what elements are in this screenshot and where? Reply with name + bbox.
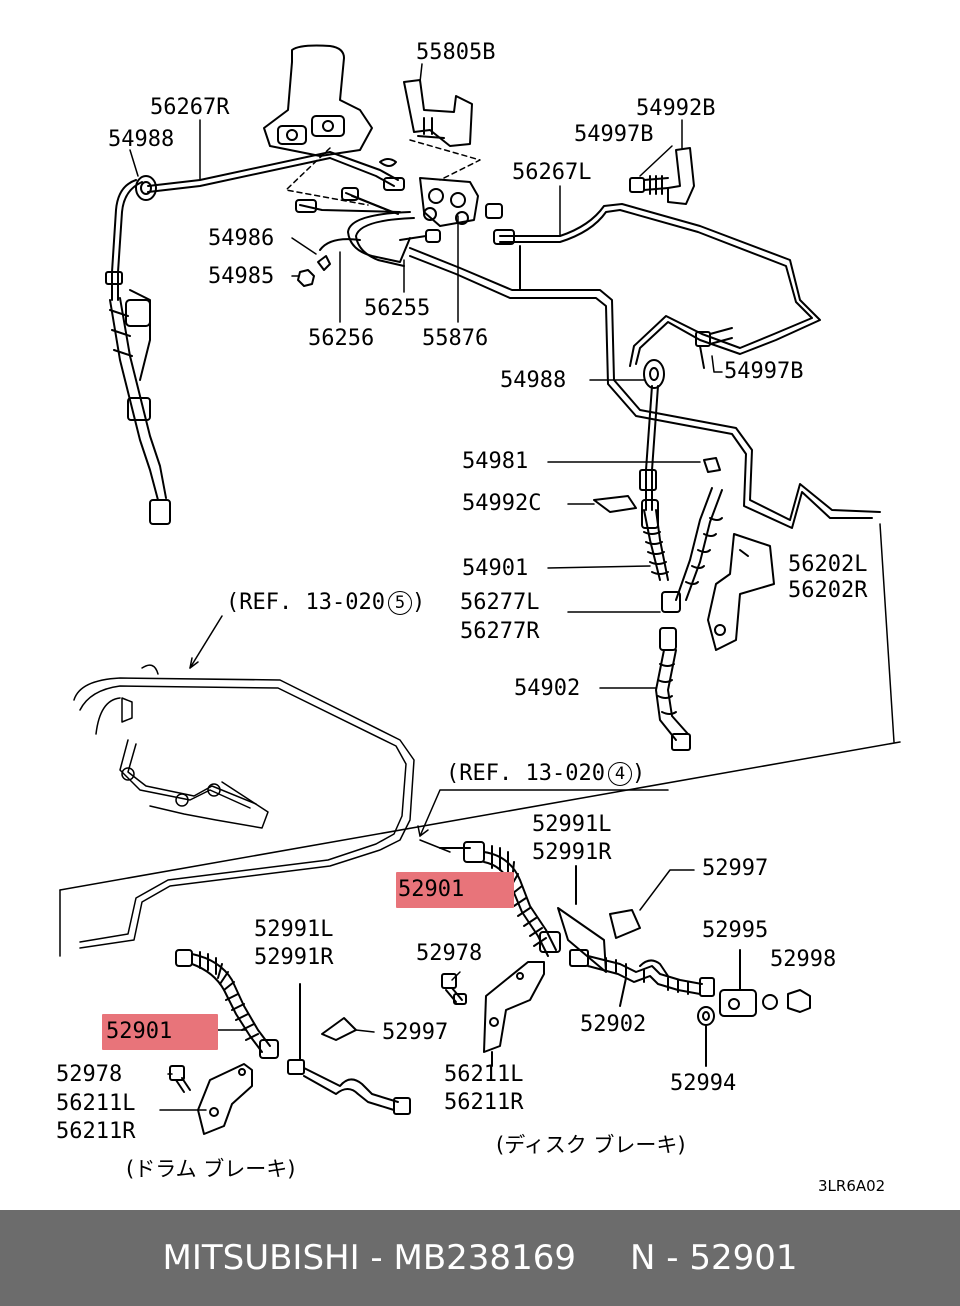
label-52997-right: 52997 bbox=[702, 856, 769, 881]
clip-52997-left bbox=[321, 1017, 357, 1041]
hose-54902 bbox=[655, 627, 691, 751]
label-54981: 54981 bbox=[462, 449, 529, 474]
bracket-56211-left bbox=[197, 1063, 253, 1135]
label-54988-top: 54988 bbox=[108, 127, 175, 152]
ref4-circle: 4 bbox=[607, 762, 632, 786]
label-52995: 52995 bbox=[702, 918, 769, 943]
pipe-56267r bbox=[147, 151, 399, 193]
washer-52994 bbox=[697, 1006, 715, 1067]
label-56277l: 56277L bbox=[460, 590, 540, 615]
hose-52901-left bbox=[175, 949, 279, 1059]
clip-52991-right bbox=[557, 865, 607, 973]
hose-52902 bbox=[569, 949, 715, 1007]
master-cylinder bbox=[263, 44, 373, 157]
bolt-52998 bbox=[762, 989, 811, 1013]
left-front-hose bbox=[105, 179, 171, 525]
highlight-52901-left bbox=[102, 1014, 218, 1050]
label-52991r-left: 52991R bbox=[254, 945, 334, 970]
clamp-54992b bbox=[667, 147, 695, 205]
nut-54985 bbox=[297, 269, 315, 287]
hose-curve bbox=[661, 487, 723, 613]
joint-52995 bbox=[719, 949, 757, 1017]
bracket-56202 bbox=[707, 533, 775, 651]
label-54988-mid: 54988 bbox=[500, 368, 567, 393]
clip-54986 bbox=[317, 255, 331, 271]
label-ref4-text: (REF. 13-020 bbox=[446, 761, 605, 786]
hose-54901 bbox=[639, 385, 669, 581]
label-52998: 52998 bbox=[770, 947, 837, 972]
diagram-code: 3LR6A02 bbox=[818, 1177, 886, 1195]
rear-axle-outline bbox=[59, 523, 901, 957]
label-56255: 56255 bbox=[364, 296, 431, 321]
bracket-55805b bbox=[403, 79, 473, 147]
parts-diagram: 55805B 56267R 54988 54992B 54997B 56267L… bbox=[56, 40, 901, 1195]
label-52978-mid: 52978 bbox=[416, 941, 483, 966]
bolt-52978-left bbox=[169, 1065, 191, 1093]
label-54997b-top: 54997B bbox=[574, 122, 654, 147]
label-52997-left: 52997 bbox=[382, 1020, 449, 1045]
label-52902: 52902 bbox=[580, 1012, 647, 1037]
label-56211r-right: 56211R bbox=[444, 1090, 524, 1115]
label-52994: 52994 bbox=[670, 1071, 737, 1096]
clip-54992c bbox=[593, 495, 637, 513]
proportioning-valve bbox=[379, 158, 503, 227]
bracket-56211-right bbox=[483, 961, 545, 1067]
label-56267l: 56267L bbox=[512, 160, 592, 185]
clip-52991-left bbox=[287, 983, 411, 1115]
ref5-circle: 5 bbox=[387, 591, 412, 615]
grommet-54988-top bbox=[135, 175, 157, 201]
label-54997b-mid: 54997B bbox=[724, 359, 804, 384]
leader-52997-right bbox=[639, 869, 695, 911]
pipes-to-rear bbox=[409, 245, 881, 529]
clip-54981 bbox=[703, 457, 721, 473]
highlight-52901-right bbox=[396, 872, 514, 908]
ref4-paren: ) bbox=[631, 761, 646, 786]
label-54985: 54985 bbox=[208, 264, 275, 289]
label-54901: 54901 bbox=[462, 556, 529, 581]
label-56256: 56256 bbox=[308, 326, 375, 351]
ref5-arrow bbox=[189, 615, 223, 669]
label-54902: 54902 bbox=[514, 676, 581, 701]
label-56202l: 56202L bbox=[788, 552, 868, 577]
footer-bar: MITSUBISHI - MB238169 N - 52901 bbox=[0, 1210, 960, 1306]
label-52991l-right: 52991L bbox=[532, 812, 612, 837]
label-52991r-right: 52991R bbox=[532, 840, 612, 865]
label-55876: 55876 bbox=[422, 326, 489, 351]
bolt-54997b-top bbox=[629, 175, 669, 195]
leader-52997-left bbox=[355, 1029, 375, 1033]
label-56211l-left: 56211L bbox=[56, 1091, 136, 1116]
label-56277r: 56277R bbox=[460, 619, 540, 644]
label-54986: 54986 bbox=[208, 226, 275, 251]
label-55805b: 55805B bbox=[416, 40, 496, 65]
label-56211l-right: 56211L bbox=[444, 1062, 524, 1087]
ref4-arrow bbox=[417, 789, 669, 837]
label-52978-left: 52978 bbox=[56, 1062, 123, 1087]
label-disc-brake: (ディスク ブレーキ) bbox=[496, 1133, 686, 1157]
label-ref5-text: (REF. 13-020 bbox=[226, 590, 385, 615]
label-52991l-left: 52991L bbox=[254, 917, 334, 942]
label-54992c: 54992C bbox=[462, 491, 542, 516]
brake-line-diagram-drawing bbox=[59, 44, 901, 1135]
bolt-52978-mid bbox=[441, 973, 467, 1005]
label-54992b: 54992B bbox=[636, 96, 716, 121]
grommet-54988-mid bbox=[643, 359, 665, 389]
label-52901-left: 52901 bbox=[106, 1019, 173, 1044]
valve-pipes bbox=[295, 187, 515, 267]
leader-lines bbox=[129, 63, 723, 1111]
label-56202r: 56202R bbox=[788, 578, 868, 603]
label-56267r: 56267R bbox=[150, 95, 230, 120]
bolt-54997b-mid bbox=[695, 327, 733, 369]
label-52901-right: 52901 bbox=[398, 877, 465, 902]
pipe-56267l bbox=[499, 203, 821, 367]
ref5-paren: ) bbox=[411, 590, 426, 615]
label-56211r-left: 56211R bbox=[56, 1119, 136, 1144]
footer-part-number: MITSUBISHI - MB238169 N - 52901 bbox=[162, 1238, 798, 1278]
label-drum-brake: (ドラム ブレーキ) bbox=[126, 1157, 296, 1181]
clip-52997-right bbox=[609, 909, 641, 939]
